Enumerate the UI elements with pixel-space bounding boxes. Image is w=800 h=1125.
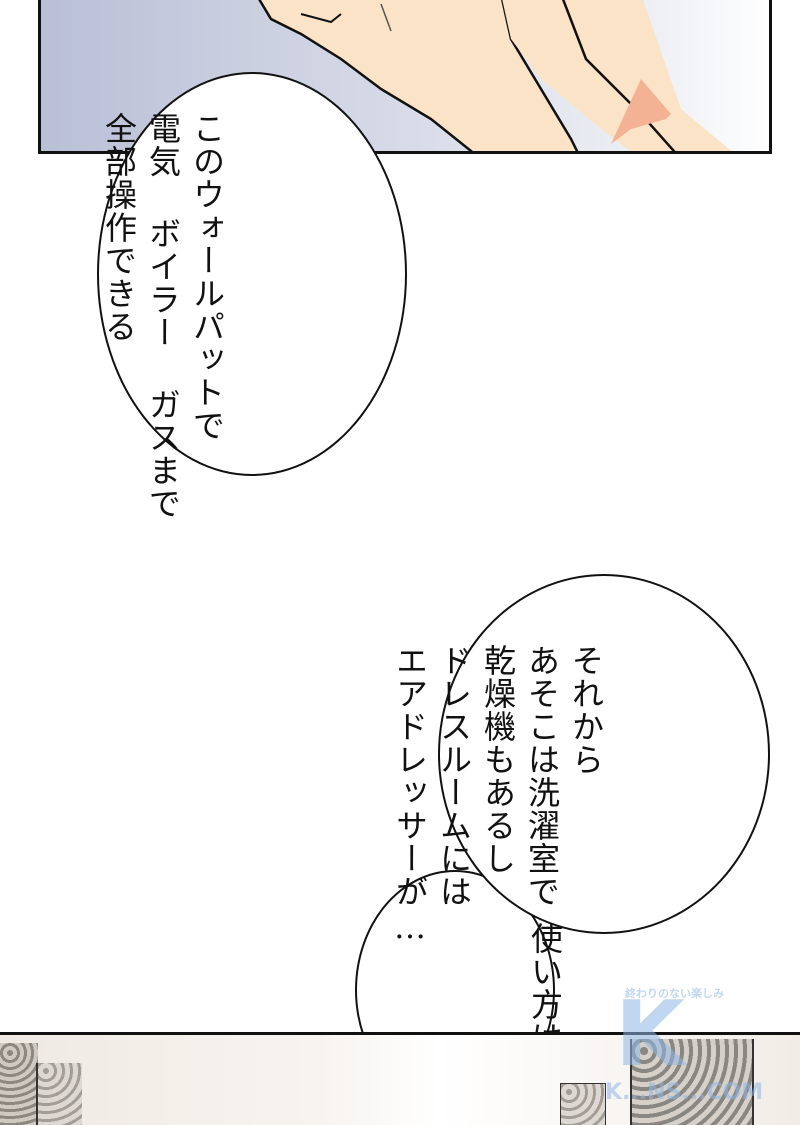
marble-block-left: [36, 1063, 82, 1125]
bubble-1-line-3: 全部操作できる: [100, 112, 138, 343]
watermark-bottom-text: K...NS...COM: [605, 1080, 764, 1105]
marble-block-right: [560, 1083, 606, 1125]
watermark-top-text: 終わりのない楽しみ: [625, 987, 724, 1000]
watermark-logo: K: [615, 982, 685, 1087]
hand-illustration: [258, 0, 732, 151]
bubble-1-text: このウォールパットで電気 ボイラー ガスまで全部操作できる: [9, 112, 317, 520]
bubble-2-text: それからあそこは洗濯室で乾燥機もあるしドレスルームにはエアドレッサーが…: [300, 644, 696, 947]
bubble-2-line-3: 乾燥機もあるし: [479, 644, 517, 875]
speech-bubble-1: このウォールパットで電気 ボイラー ガスまで全部操作できる: [97, 72, 407, 520]
bubble-2-line-2: あそこは洗濯室で: [523, 644, 561, 908]
watermark: 終わりのない楽しみ K K...NS...COM: [605, 985, 800, 1111]
bubble-2-line-1: それから: [567, 644, 605, 776]
bubble-2-line-4: ドレスルームには: [435, 644, 473, 908]
bubble-1-line-1: このウォールパットで: [188, 112, 226, 442]
bubble-1-line-2: 電気 ボイラー ガスまで: [144, 112, 182, 520]
speech-bubble-2: それからあそこは洗濯室で乾燥機もあるしドレスルームにはエアドレッサーが…: [391, 574, 770, 947]
marble-pillar-left: [0, 1043, 38, 1125]
bubble-2-line-5: エアドレッサーが…: [391, 644, 429, 947]
